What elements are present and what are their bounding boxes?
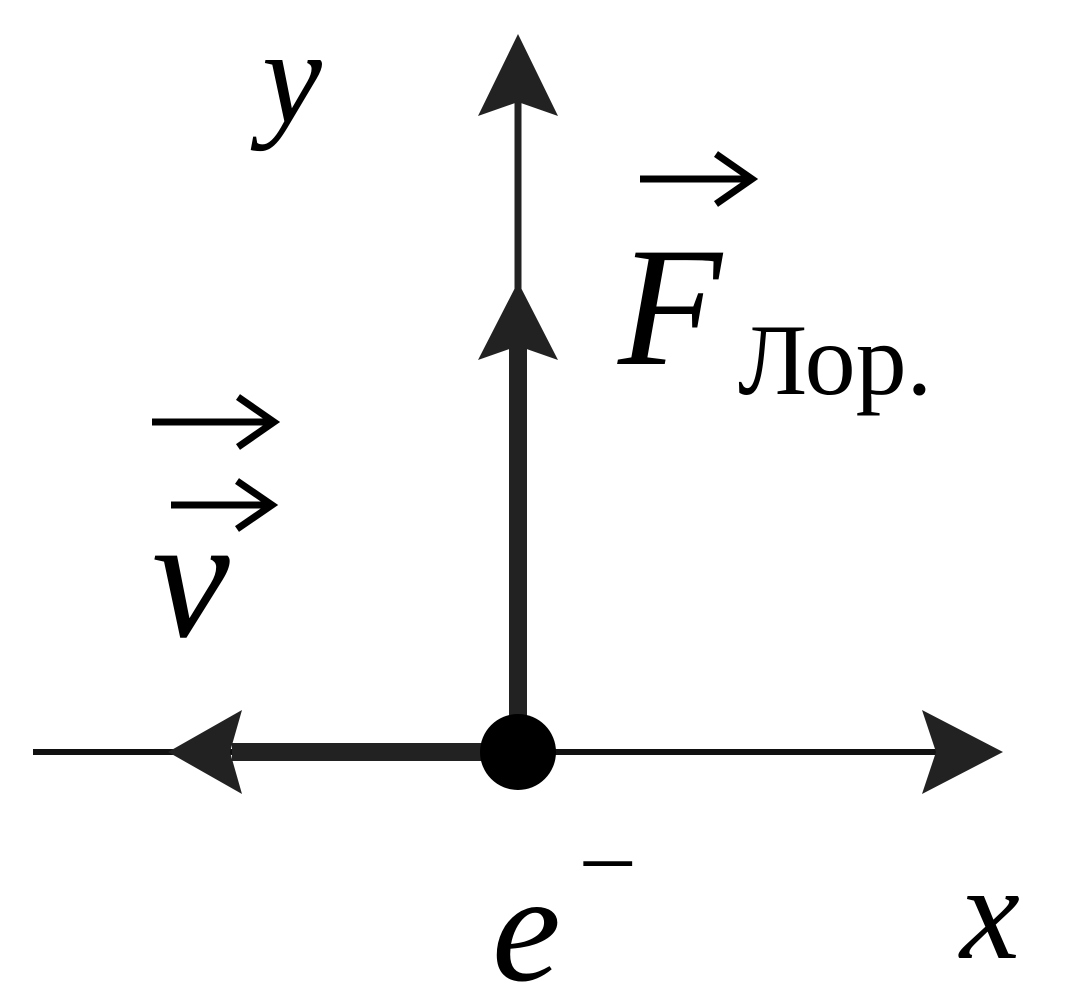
x-axis-label: x <box>958 839 1020 988</box>
force-symbol: F <box>617 213 724 401</box>
velocity-symbol: v <box>152 480 230 674</box>
force-label: F Лор. <box>617 151 932 417</box>
electron-dot <box>480 714 556 790</box>
force-subscript: Лор. <box>738 304 932 417</box>
velocity-label: v <box>152 394 281 674</box>
force-vector-arrowhead <box>478 282 558 360</box>
force-vector-arrow-icon <box>640 151 759 207</box>
charge-sign: – <box>583 801 633 907</box>
electron-label: e – <box>492 801 633 1008</box>
y-axis-label: y <box>250 3 322 152</box>
velocity-vector-arrow-icon <box>152 394 281 532</box>
y-axis-arrowhead <box>478 34 558 116</box>
charge-symbol: e <box>492 842 561 1008</box>
velocity-vector <box>168 710 518 794</box>
velocity-vector-arrowhead <box>168 710 242 794</box>
x-axis-arrowhead <box>922 710 1003 794</box>
force-vector <box>478 282 558 752</box>
